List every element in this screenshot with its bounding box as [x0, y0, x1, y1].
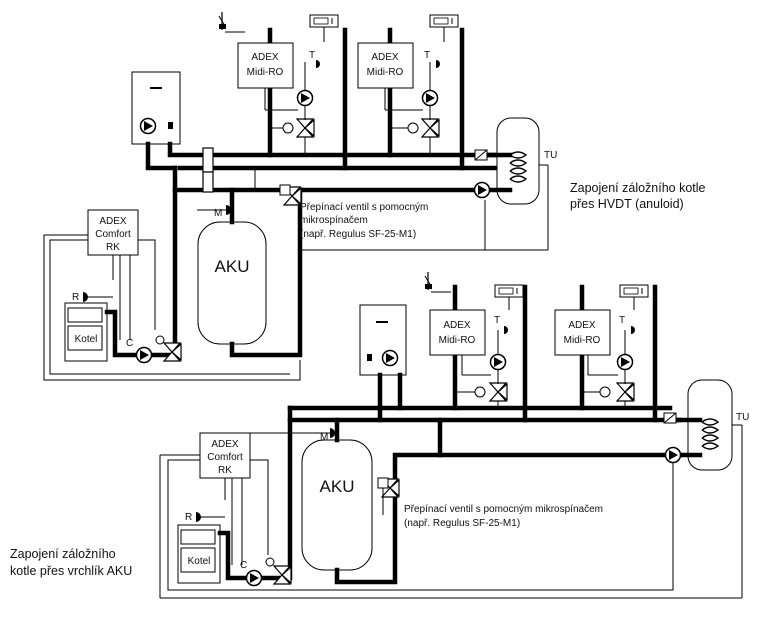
bottom-dhw-pump-icon — [664, 446, 682, 464]
bottom-sensor-t-1: T — [494, 315, 500, 326]
bottom-caption-line-2: kotle přes vrchlík AKU — [10, 564, 132, 578]
bottom-sensor-r: R — [185, 512, 192, 523]
top-room-thermostat-2-icon — [429, 14, 459, 28]
top-valve-note-3: (např. Regulus SF-25-M1) — [300, 229, 416, 240]
top-scheme: ADEX Midi-RO T ADEX Midi-RO T — [43, 11, 557, 381]
top-comfort-label-2: Comfort — [95, 229, 131, 240]
top-sensor-t-2: T — [424, 50, 430, 61]
top-sensor-t-1: T — [309, 50, 315, 61]
bottom-antenna-icon — [424, 271, 433, 291]
bottom-controller-1 — [429, 309, 486, 356]
bottom-boiler-pump-icon — [245, 569, 263, 587]
bottom-valve-1-icon — [489, 382, 508, 402]
top-sensor-tu: TU — [544, 150, 557, 161]
top-controller-2 — [357, 42, 414, 89]
top-sensor-m: M — [214, 208, 222, 219]
top-aku-label: AKU — [215, 257, 250, 276]
bottom-comfort-label-3: RK — [218, 465, 232, 476]
top-controller-2-label: ADEX — [371, 52, 399, 63]
top-valve-note-1: Přepínací ventil s pomocným — [300, 202, 428, 213]
top-sensor-r: R — [72, 292, 79, 303]
bottom-wall-boiler — [359, 304, 407, 376]
bottom-aku-tank — [301, 439, 373, 571]
top-room-thermostat-1-icon — [309, 14, 339, 28]
bottom-boiler-label: Kotel — [188, 556, 211, 567]
top-pump-2-icon — [421, 89, 439, 107]
top-boiler-label: Kotel — [75, 334, 98, 345]
bottom-sensor-c: C — [240, 560, 247, 571]
bottom-room-thermostat-2-icon — [619, 284, 649, 298]
bottom-caption-line-1: Zapojení záložního — [10, 547, 116, 561]
top-comfort-controller — [87, 209, 139, 256]
bottom-sensor-m: M — [320, 432, 328, 443]
top-pump-1-icon — [296, 89, 314, 107]
top-dhw-cylinder — [496, 117, 540, 205]
bottom-sensor-t-2: T — [619, 315, 625, 326]
bottom-boiler-valve-icon — [273, 565, 292, 585]
bottom-controller-2-label: ADEX — [568, 320, 596, 331]
top-comfort-label-1: ADEX — [99, 216, 127, 227]
top-wall-boiler — [131, 71, 181, 145]
top-caption-line-1: Zapojení záložního kotle — [570, 181, 706, 195]
top-controller-1 — [237, 42, 294, 89]
bottom-room-thermostat-1-icon — [494, 284, 524, 298]
top-comfort-label-3: RK — [106, 242, 120, 253]
top-valve-2-icon — [421, 118, 440, 138]
top-controller-1-label: ADEX — [251, 52, 279, 63]
top-boiler-pump-icon — [135, 346, 153, 364]
top-controller-2-model: Midi-RO — [367, 67, 404, 78]
bottom-valve-note-1: Přepínací ventil s pomocným mikrospínače… — [404, 504, 603, 515]
top-separator — [202, 147, 214, 173]
top-valve-note-2: mikrospínačem — [300, 215, 368, 226]
top-controller-1-model: Midi-RO — [247, 67, 284, 78]
bottom-scheme: ADEX Midi-RO T ADEX Midi-RO T — [159, 271, 749, 599]
top-caption-line-2: přes HVDT (anuloid) — [570, 197, 684, 211]
bottom-controller-2-model: Midi-RO — [564, 335, 601, 346]
bottom-controller-1-model: Midi-RO — [439, 335, 476, 346]
bottom-pump-2-icon — [616, 353, 634, 371]
bottom-pump-1-icon — [489, 353, 507, 371]
bottom-aku-label: AKU — [320, 477, 355, 496]
bottom-comfort-label-2: Comfort — [207, 452, 243, 463]
bottom-controller-1-label: ADEX — [443, 320, 471, 331]
bottom-sensor-tu: TU — [736, 412, 749, 423]
bottom-controller-2 — [554, 309, 611, 356]
top-boiler-valve-icon — [163, 342, 182, 362]
bottom-valve-2-icon — [616, 382, 635, 402]
bottom-valve-note-2: (např. Regulus SF-25-M1) — [404, 518, 520, 529]
top-dhw-pump-icon — [473, 181, 491, 199]
top-antenna-icon — [218, 11, 227, 31]
top-aku-tank — [197, 221, 267, 345]
bottom-comfort-controller — [199, 432, 251, 479]
top-valve-1-icon — [296, 118, 315, 138]
bottom-comfort-label-1: ADEX — [211, 439, 239, 450]
top-sensor-c: C — [126, 338, 133, 349]
